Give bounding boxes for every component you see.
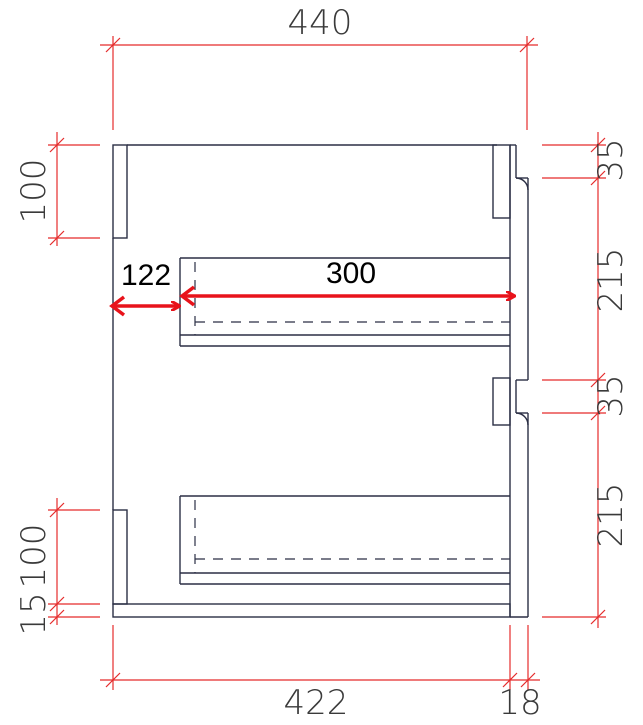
highlight-arrows (109, 285, 514, 317)
lower-drawer (179, 495, 510, 585)
highlight-labels: 122 300 (121, 257, 376, 292)
label-left-top: 100 (14, 159, 54, 224)
label-depth: 300 (326, 257, 376, 290)
label-right-front-top: 215 (591, 248, 631, 313)
dimension-lines (48, 36, 606, 690)
label-left-bottom: 100 (14, 524, 54, 589)
dimension-labels: 440 422 18 100 100 15 35 215 35 215 (14, 3, 631, 723)
label-bottom-width: 422 (284, 683, 349, 723)
label-offset: 122 (121, 259, 171, 292)
label-bottom-side: 18 (498, 683, 541, 723)
label-right-gap-middle: 35 (591, 374, 631, 417)
label-right-gap-top: 35 (591, 138, 631, 181)
upper-drawer (179, 257, 510, 347)
label-left-base: 15 (14, 592, 54, 635)
cabinet-body (112, 144, 529, 618)
label-right-front-bottom: 215 (591, 483, 631, 548)
label-top-width: 440 (288, 3, 353, 43)
